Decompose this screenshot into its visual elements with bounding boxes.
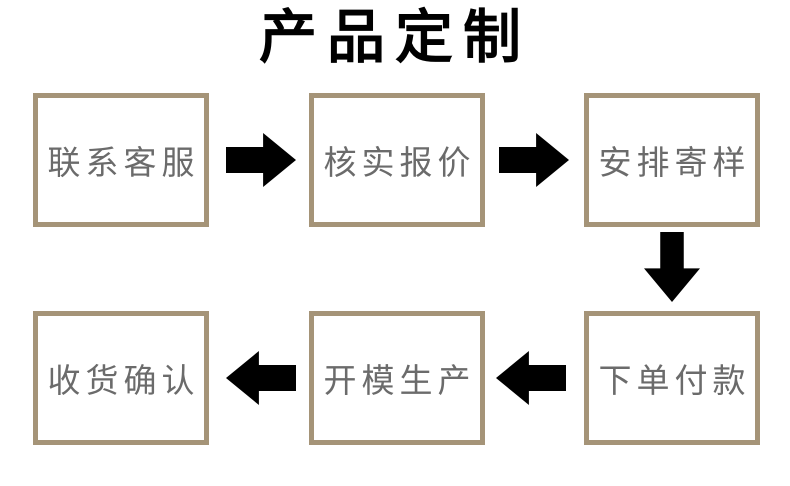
flow-step-contact-service: 联系客服 — [33, 93, 209, 227]
right-arrow-icon — [499, 133, 569, 187]
flow-step-arrange-sample: 安排寄样 — [584, 93, 760, 227]
right-arrow-icon — [226, 133, 296, 187]
step-label: 安排寄样 — [598, 144, 751, 181]
step-label: 收货确认 — [47, 362, 200, 399]
step-label: 联系客服 — [47, 144, 200, 181]
flow-step-place-order-pay: 下单付款 — [584, 311, 760, 445]
flow-step-confirm-receipt: 收货确认 — [33, 311, 209, 445]
left-arrow-icon — [226, 351, 296, 405]
step-label: 核实报价 — [323, 144, 476, 181]
step-label: 下单付款 — [598, 362, 751, 399]
step-label: 开模生产 — [323, 362, 476, 399]
down-arrow-icon — [644, 232, 700, 302]
page-title: 产品定制 — [258, 5, 531, 70]
flow-step-mold-production: 开模生产 — [309, 311, 485, 445]
flow-step-verify-quote: 核实报价 — [309, 93, 485, 227]
left-arrow-icon — [496, 351, 566, 405]
